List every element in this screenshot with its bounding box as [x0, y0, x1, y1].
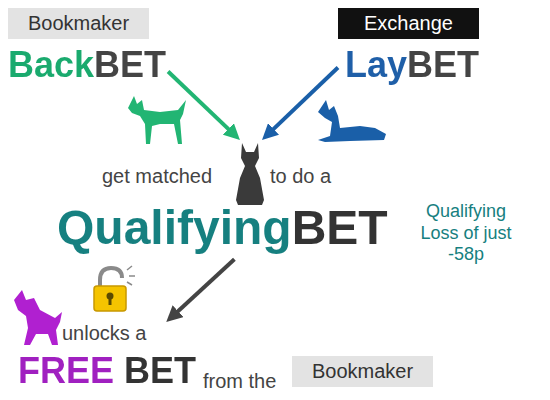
- flow-arrow: [266, 68, 338, 136]
- bet-title: FREE BET: [18, 350, 196, 391]
- flow-arrow: [168, 72, 236, 136]
- bet-title: BackBET: [8, 44, 166, 85]
- sitting-dog-part: [236, 143, 264, 205]
- bet-title: LayBET: [345, 44, 479, 85]
- blue-dog: [318, 100, 386, 142]
- tag-label: Bookmaker: [8, 8, 149, 39]
- blue-dog-part: [318, 100, 386, 142]
- purple-dog: [14, 290, 62, 345]
- step-text: from the: [203, 370, 276, 393]
- tag-label: Exchange: [338, 8, 479, 39]
- qualifying-group: get matched to do a QualifyingBET: [55, 140, 400, 259]
- padlock-part: [94, 286, 126, 311]
- padlock-part: [127, 266, 135, 285]
- padlock-part: [109, 297, 112, 305]
- free-bet-group: unlocks a FREE BET from the Bookmaker: [15, 322, 435, 395]
- step-text: unlocks a: [62, 322, 147, 345]
- step-text: to do a: [270, 165, 331, 188]
- bet-title: QualifyingBET: [57, 200, 388, 255]
- tag-label: Bookmaker: [292, 356, 433, 387]
- padlock-part: [100, 268, 122, 288]
- exchange-group: ExchangeLayBET: [338, 8, 481, 87]
- loss-note: Qualifying Loss of just -58p: [410, 201, 522, 266]
- purple-dog-part: [14, 290, 62, 345]
- padlock: [94, 266, 135, 311]
- step-text: get matched: [102, 165, 212, 188]
- green-dog: [128, 96, 186, 144]
- flow-arrow: [171, 259, 235, 318]
- green-dog-part: [128, 96, 186, 144]
- bookmaker-group: BookmakerBackBET: [8, 8, 168, 87]
- sitting-dog: [236, 143, 264, 205]
